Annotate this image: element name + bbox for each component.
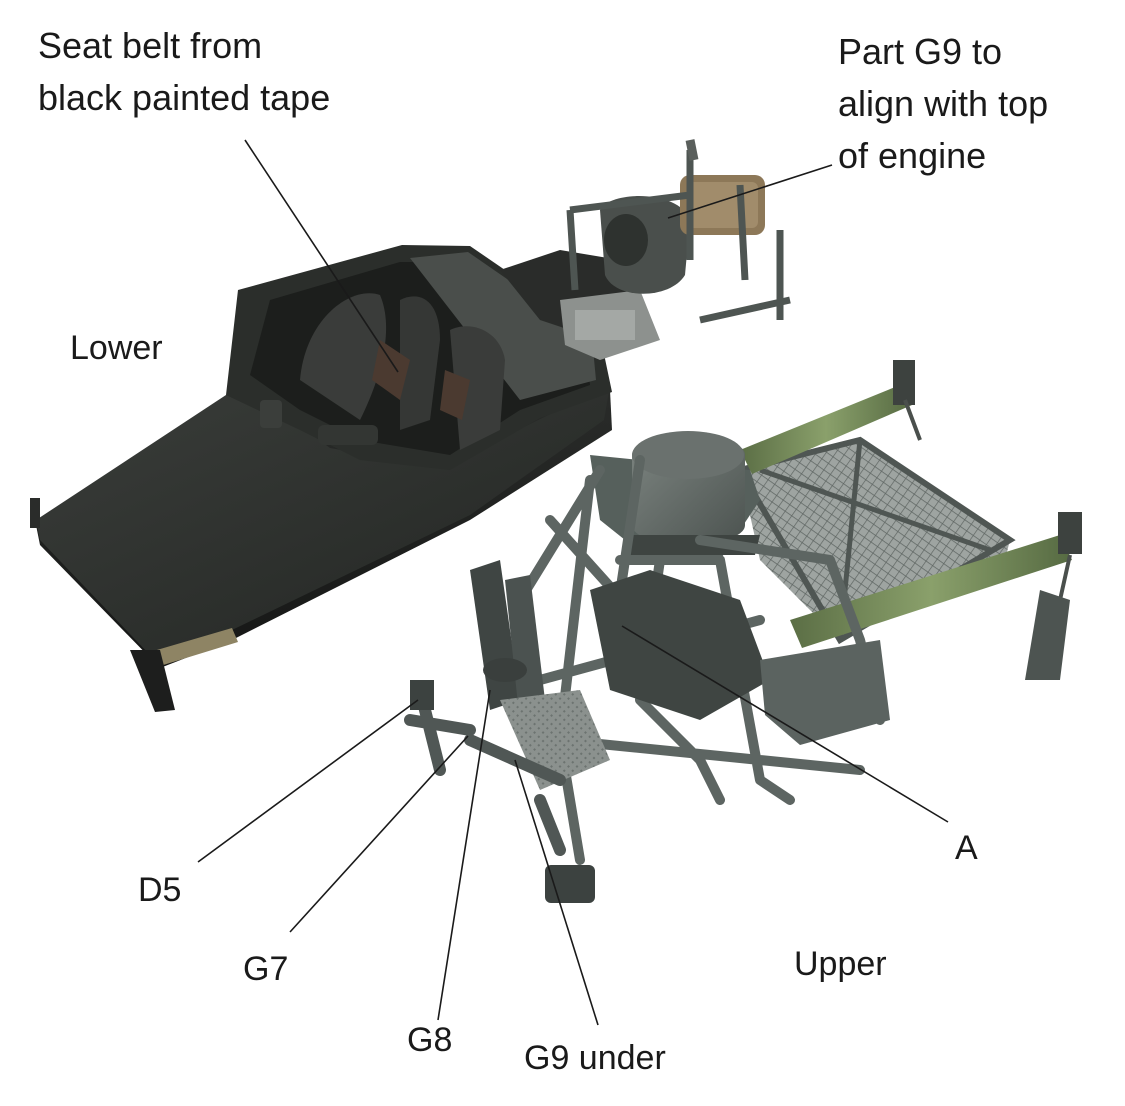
lower-chassis-tub — [30, 245, 612, 712]
label-seat-belt-line2: black painted tape — [38, 77, 331, 118]
label-g7: G7 — [243, 950, 289, 988]
engine-assembly — [500, 139, 791, 360]
label-a: A — [955, 829, 978, 867]
label-part-g9-line1: Part G9 to — [838, 31, 1003, 72]
leader-lines — [197, 139, 949, 1026]
label-lower: Lower — [70, 329, 163, 367]
label-g9-under: G9 under — [524, 1039, 666, 1077]
leader-line-seat-belt — [244, 139, 399, 373]
label-seat-belt: Seat belt from black painted tape — [38, 20, 330, 124]
leader-line-g8 — [437, 689, 491, 1021]
leader-line-d5 — [197, 699, 419, 863]
label-part-g9-line3: of engine — [838, 135, 987, 176]
leader-line-g7 — [289, 735, 469, 933]
label-part-g9-line2: align with top — [838, 83, 1049, 124]
label-seat-belt-line1: Seat belt from — [38, 25, 263, 66]
leader-line-part-g9 — [667, 164, 833, 219]
leader-line-g9-under — [514, 759, 599, 1026]
label-g8: G8 — [407, 1021, 453, 1059]
leader-line-a — [621, 625, 949, 823]
label-upper: Upper — [794, 945, 887, 983]
upper-space-frame — [404, 360, 1082, 903]
label-d5: D5 — [138, 871, 182, 909]
label-part-g9-engine: Part G9 to align with top of engine — [838, 26, 1048, 182]
